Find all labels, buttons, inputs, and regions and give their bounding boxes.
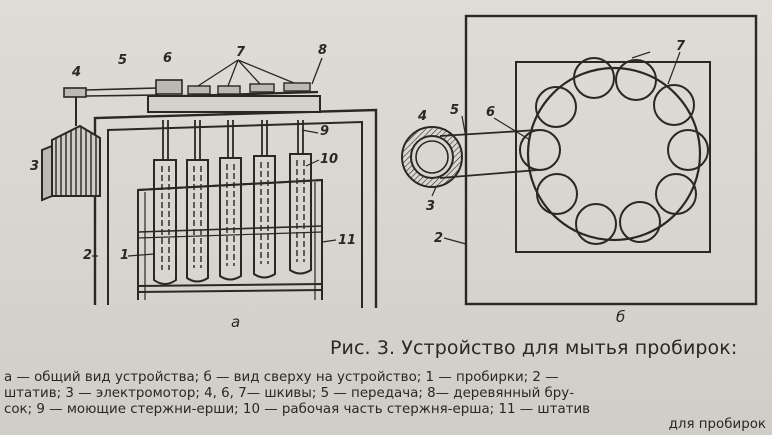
pulley-7b xyxy=(217,85,241,95)
caption-line-2: штатив; 3 — электромотор; 4, 6, 7— шкивы… xyxy=(4,386,575,401)
label-b-5: 5 xyxy=(450,103,459,118)
rotor-disc xyxy=(526,66,702,242)
tube-2 xyxy=(186,159,209,283)
tube-rack xyxy=(137,178,323,300)
rod-1 xyxy=(162,120,169,160)
label-a-2: 2 xyxy=(83,248,92,263)
stand-outline xyxy=(464,14,758,306)
label-b-4: 4 xyxy=(417,109,427,124)
tube-4 xyxy=(253,155,276,279)
label-a-8: 8 xyxy=(318,43,327,58)
pulley-4 xyxy=(63,87,87,98)
pulley-7d xyxy=(283,82,311,92)
figure-b-label: б xyxy=(616,308,625,326)
transmission-belt-lower xyxy=(85,94,159,97)
rack-outline xyxy=(515,61,711,253)
transmission-belt-upper xyxy=(85,87,159,91)
label-a-1: 1 xyxy=(120,248,129,263)
label-a-6: 6 xyxy=(163,51,172,66)
label-a-11: 11 xyxy=(338,233,356,248)
pulley-7c xyxy=(249,83,275,93)
label-b-3: 3 xyxy=(426,199,435,214)
figure-a-general-view xyxy=(41,57,378,308)
rod-5 xyxy=(297,120,304,154)
label-b-2: 2 xyxy=(434,231,443,246)
label-a-5: 5 xyxy=(118,53,127,68)
pulley-7a xyxy=(187,85,211,95)
electric-motor xyxy=(41,92,101,202)
rod-2 xyxy=(194,120,201,160)
label-b-6: 6 xyxy=(486,105,495,120)
wooden-bar xyxy=(147,95,321,113)
label-a-7: 7 xyxy=(236,45,246,60)
stand-frame-inner xyxy=(107,120,363,308)
caption-line-3: сок; 9 — моющие стержни-ерши; 10 — рабоч… xyxy=(4,402,591,417)
figure-caption-title: Рис. 3. Устройство для мытья пробирок: xyxy=(330,337,738,359)
belt-top xyxy=(439,129,539,137)
label-a-4: 4 xyxy=(71,65,81,80)
tube-5 xyxy=(289,153,312,275)
stand-frame xyxy=(93,108,378,308)
label-a-9: 9 xyxy=(320,124,329,139)
pulley-6 xyxy=(155,79,183,95)
figure-a-label: а xyxy=(231,313,240,331)
label-a-3: 3 xyxy=(30,159,39,174)
test-tubes-top xyxy=(519,57,709,245)
washing-rods xyxy=(162,120,304,160)
tube-3 xyxy=(219,157,242,281)
test-tubes xyxy=(153,153,312,285)
label-a-10: 10 xyxy=(320,152,338,167)
label-b-7: 7 xyxy=(676,39,686,54)
tube-1 xyxy=(153,159,177,285)
caption-line-1: а — общий вид устройства; б — вид сверху… xyxy=(4,370,559,385)
belt-bottom xyxy=(439,169,539,179)
rod-3 xyxy=(227,120,234,158)
figure-b-top-view xyxy=(401,14,758,306)
caption-line-4: для пробирок xyxy=(668,417,766,432)
rod-4 xyxy=(261,120,268,156)
